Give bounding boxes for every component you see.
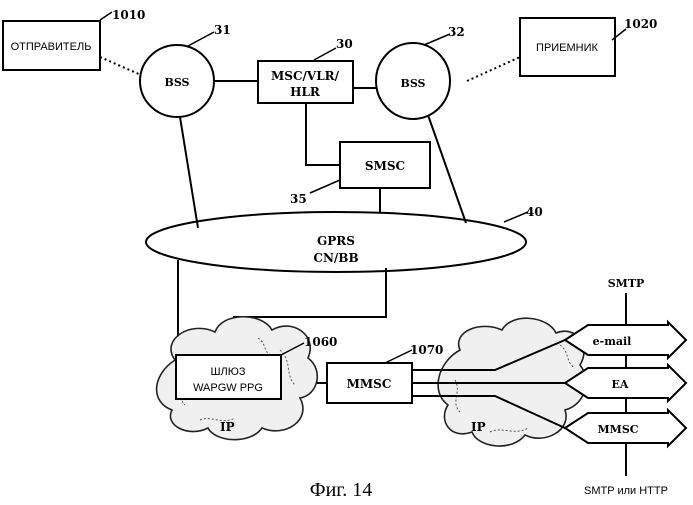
output-arrow-email: e-mail xyxy=(565,322,686,358)
output-arrow-ea: EA xyxy=(565,365,686,401)
msc-ref-leader xyxy=(314,48,336,60)
gateway-ref: 1060 xyxy=(304,335,337,349)
mmsc-ref-leader xyxy=(385,350,412,363)
output-arrow-mmsc: MMSC xyxy=(565,410,686,446)
gprs-ref-leader xyxy=(504,212,528,222)
smsc-label: SMSC xyxy=(365,159,405,173)
bss-left-ref: 31 xyxy=(214,23,231,37)
gprs-label-line2: CN/BB xyxy=(313,251,358,265)
msc-ref: 30 xyxy=(336,37,353,51)
output-label-mmsc: MMSC xyxy=(597,423,638,436)
figure-caption: Фиг. 14 xyxy=(310,479,372,500)
radio-link-sender xyxy=(100,57,141,75)
msc-label-line1: MSC/VLR/ xyxy=(271,69,340,83)
sender-ref-leader xyxy=(100,12,112,20)
ip-left-label: IP xyxy=(220,420,235,434)
output-label-ea: EA xyxy=(612,378,629,391)
protocol-top-label: SMTP xyxy=(608,277,645,290)
mmsc-label: MMSC xyxy=(347,377,392,391)
gateway-label-line2: WAPGW PPG xyxy=(193,382,263,394)
receiver-ref: 1020 xyxy=(624,17,657,31)
link-msc-smsc xyxy=(306,103,340,165)
bss-right-ref: 32 xyxy=(448,25,465,39)
sender-ref: 1010 xyxy=(112,8,145,22)
gateway-label-line1: ШЛЮЗ xyxy=(210,366,245,378)
msc-label-line2: HLR xyxy=(290,85,321,99)
link-bss-gprs xyxy=(180,117,198,228)
protocol-bottom-label: SMTP или HTTP xyxy=(584,485,668,497)
link-bss2-gprs xyxy=(428,115,466,223)
sender-label: ОТПРАВИТЕЛЬ xyxy=(11,41,92,53)
smsc-ref-leader xyxy=(310,180,340,193)
ip-right-label: IP xyxy=(471,420,486,434)
gprs-label-line1: GPRS xyxy=(317,234,355,248)
output-label-email: e-mail xyxy=(593,335,632,348)
bss-right-ref-leader xyxy=(424,34,450,45)
mmsc-ref: 1070 xyxy=(410,343,443,357)
receiver-label: ПРИЕМНИК xyxy=(536,42,598,54)
bss-right-label: BSS xyxy=(401,77,426,90)
gprs-ref: 40 xyxy=(526,205,543,219)
smsc-ref: 35 xyxy=(290,192,307,206)
bss-left-label: BSS xyxy=(165,76,190,89)
bss-left-ref-leader xyxy=(188,32,214,46)
radio-link-receiver xyxy=(467,57,520,81)
